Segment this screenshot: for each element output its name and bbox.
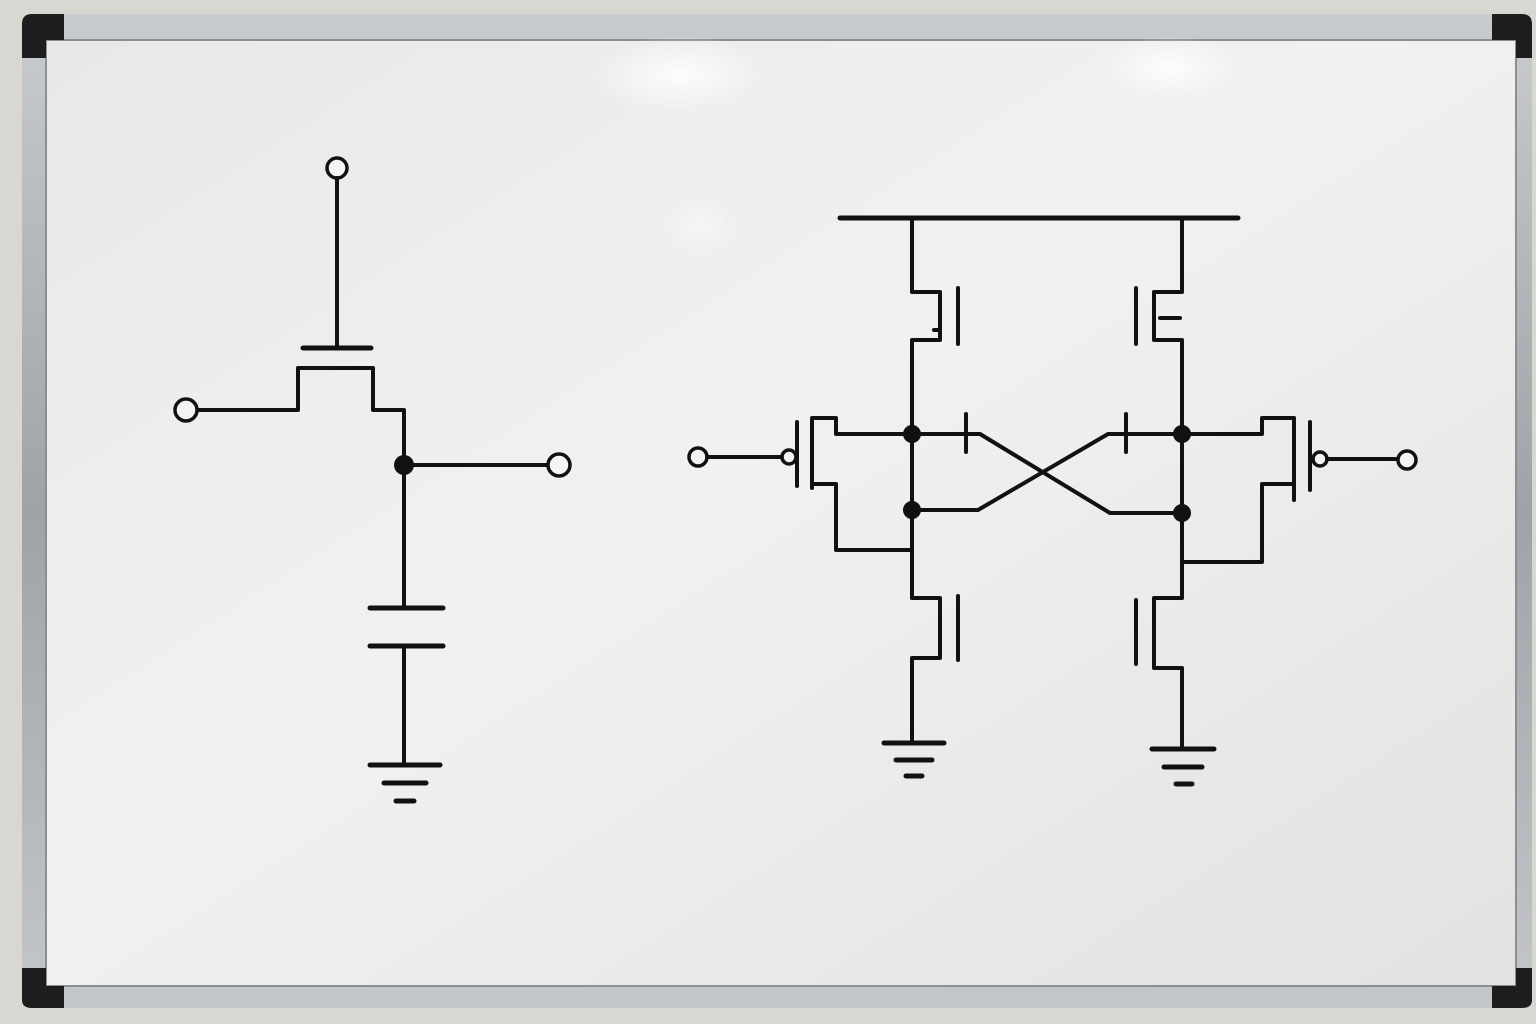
dram-cell-diagram [173,156,572,804]
sram-cell-diagram [687,215,1418,787]
ground-symbol [881,740,947,779]
output-terminal [546,452,572,478]
frame-corner-cap [1492,968,1532,1008]
whiteboard-surface [46,40,1516,986]
wordline-terminal [325,156,349,180]
frame-corner-cap [1492,14,1532,58]
ground-symbol [1149,746,1217,787]
input-terminal [687,446,709,468]
pmos-pullup-left [910,216,960,436]
access-transistor-right [1180,416,1418,564]
transistor-channel [184,366,406,467]
ground-symbol [367,762,443,804]
light-glare [1100,36,1240,100]
cross-coupled-wires [910,412,1184,515]
pmos-pullup-right [1134,216,1184,436]
output-terminal [1396,449,1418,471]
frame-corner-cap [22,14,64,58]
light-glare [590,35,770,115]
nmos-pulldown-left [910,548,960,744]
frame-corner-cap [22,968,64,1008]
bitline-terminal [173,397,199,423]
nmos-pulldown-right [1134,560,1184,750]
access-transistor-left [687,416,914,552]
light-glare [660,195,740,255]
